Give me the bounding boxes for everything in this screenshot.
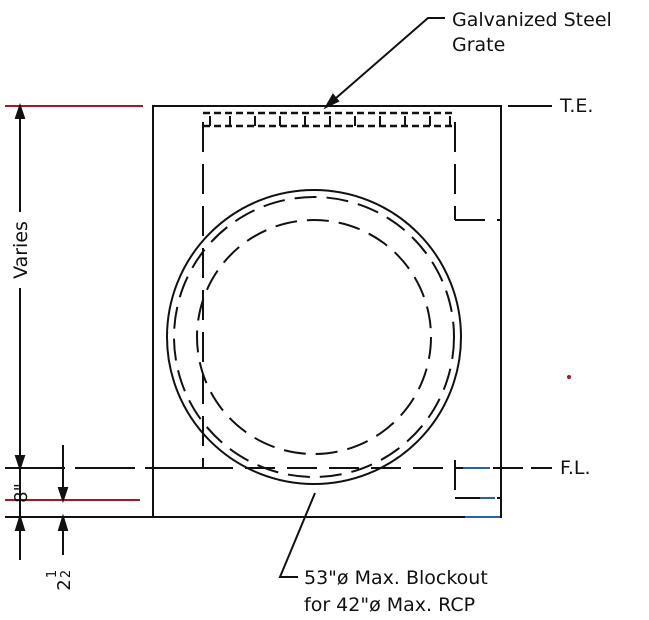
rcp-circle-dashed <box>196 219 432 455</box>
grate-leader-arrow <box>323 93 340 110</box>
blockout-label-line1: 53"ø Max. Blockout <box>304 567 488 589</box>
varies-arrow-bottom <box>14 455 26 472</box>
te-label: T.E. <box>559 95 593 117</box>
outer-box <box>152 105 502 518</box>
two-half-numerator: 1 <box>45 570 60 578</box>
varies-arrow-top <box>14 102 26 119</box>
two-half-whole: 2 <box>54 579 75 590</box>
blockout-label-line2: for 42"ø Max. RCP <box>304 594 475 616</box>
galvanized-steel-grate <box>203 111 453 128</box>
blockout-leader <box>278 492 316 578</box>
grate-label-line2: Grate <box>452 34 505 56</box>
varies-label: Varies <box>10 221 32 279</box>
blockout-circle-outer <box>166 189 462 485</box>
inner-dashed-box <box>202 122 500 499</box>
grate-leader <box>327 17 445 106</box>
eight-arrow-bottom <box>14 513 26 531</box>
two-half-arrow-bottom <box>57 513 69 531</box>
blockout-circle-dashed <box>173 196 455 478</box>
grate-label-line1: Galvanized Steel <box>452 9 612 31</box>
grate-bars <box>209 116 451 126</box>
red-dot-mark <box>567 375 571 379</box>
two-half-arrow-top <box>57 487 69 504</box>
eight-inch-label: 8" <box>11 483 32 503</box>
two-half-denominator: 2 <box>59 570 74 578</box>
fl-label: F.L. <box>560 457 591 479</box>
